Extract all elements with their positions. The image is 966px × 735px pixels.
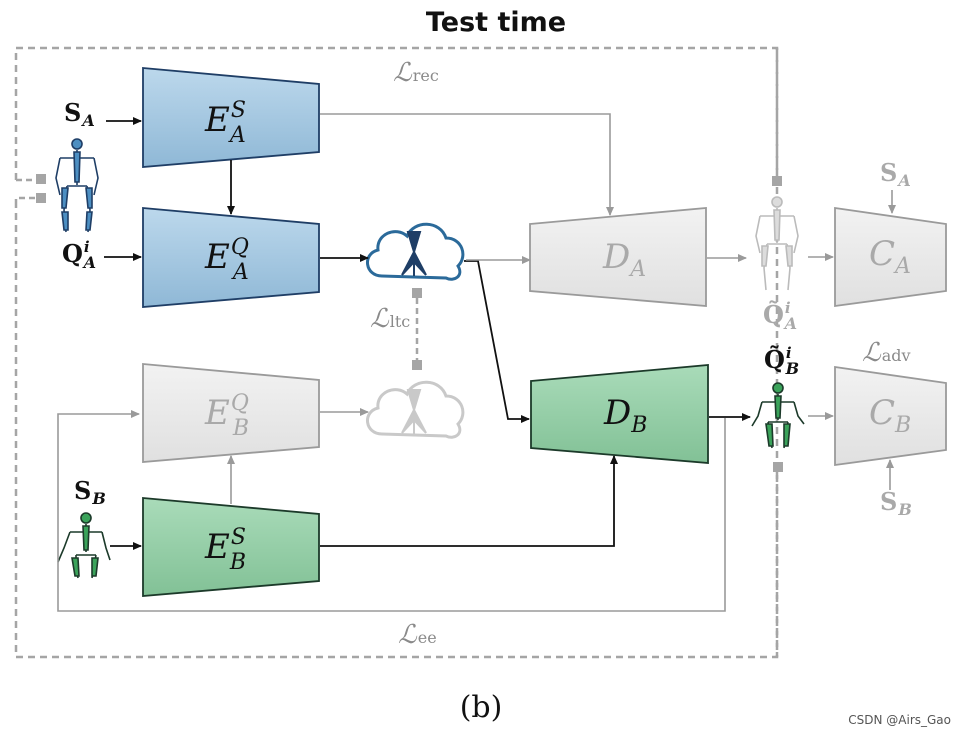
- classifier-cb-input-label: SB: [880, 487, 912, 519]
- connector-node: [772, 176, 782, 186]
- connector-node: [773, 462, 783, 472]
- classifier-ca-input-label: SA: [880, 158, 911, 190]
- arrow-eb-s-to-db: [320, 455, 618, 547]
- loss-ee-label: ℒee: [398, 620, 437, 650]
- classifier-cb-block: [834, 365, 947, 467]
- decoder-db-label: DB: [603, 393, 647, 438]
- classifier-ca-label: CA: [869, 234, 911, 279]
- skeleton-qtilde-b-icon: [751, 382, 805, 449]
- latent-cloud-b: [366, 380, 465, 439]
- connector-node: [412, 288, 422, 298]
- figure-caption: (b): [460, 690, 503, 725]
- classifier-ca-block: [834, 206, 947, 308]
- latent-cloud-a: [366, 222, 465, 281]
- arrow-cloud-to-db: [464, 260, 530, 423]
- skeleton-a-icon: [55, 138, 99, 233]
- connector-node: [412, 360, 422, 370]
- skeleton-b-icon: [57, 512, 111, 579]
- connector-node: [36, 174, 46, 184]
- diagram-title: Test time: [426, 7, 566, 38]
- skeleton-qtilde-a-icon: [755, 196, 799, 291]
- encoder-ea-s-block: [142, 67, 320, 168]
- loss-adv-label: ℒadv: [862, 338, 911, 368]
- decoder-db-block: [530, 364, 709, 464]
- input-s-a-label: SA: [64, 98, 95, 130]
- encoder-ea-q-block: [142, 207, 320, 308]
- decoder-da-block: [529, 207, 707, 307]
- arrow-qtilde-b-loop-to-eb-q: [57, 410, 726, 612]
- outer-dashed-frame: [14, 46, 779, 659]
- decoder-da-label: DA: [602, 237, 646, 282]
- classifier-cb-label: CB: [869, 393, 911, 438]
- encoder-eb-s-block: [142, 497, 320, 597]
- loss-ltc-label: ℒltc: [370, 304, 410, 334]
- connector-node: [36, 193, 46, 203]
- input-s-b-label: SB: [74, 476, 106, 508]
- ee-connector-left: [14, 196, 40, 205]
- arrow-ea-s-to-da: [320, 113, 614, 216]
- watermark: CSDN @Airs_Gao: [848, 713, 951, 727]
- loss-rec-label: ℒrec: [393, 58, 439, 88]
- encoder-eb-q-block: [142, 363, 320, 463]
